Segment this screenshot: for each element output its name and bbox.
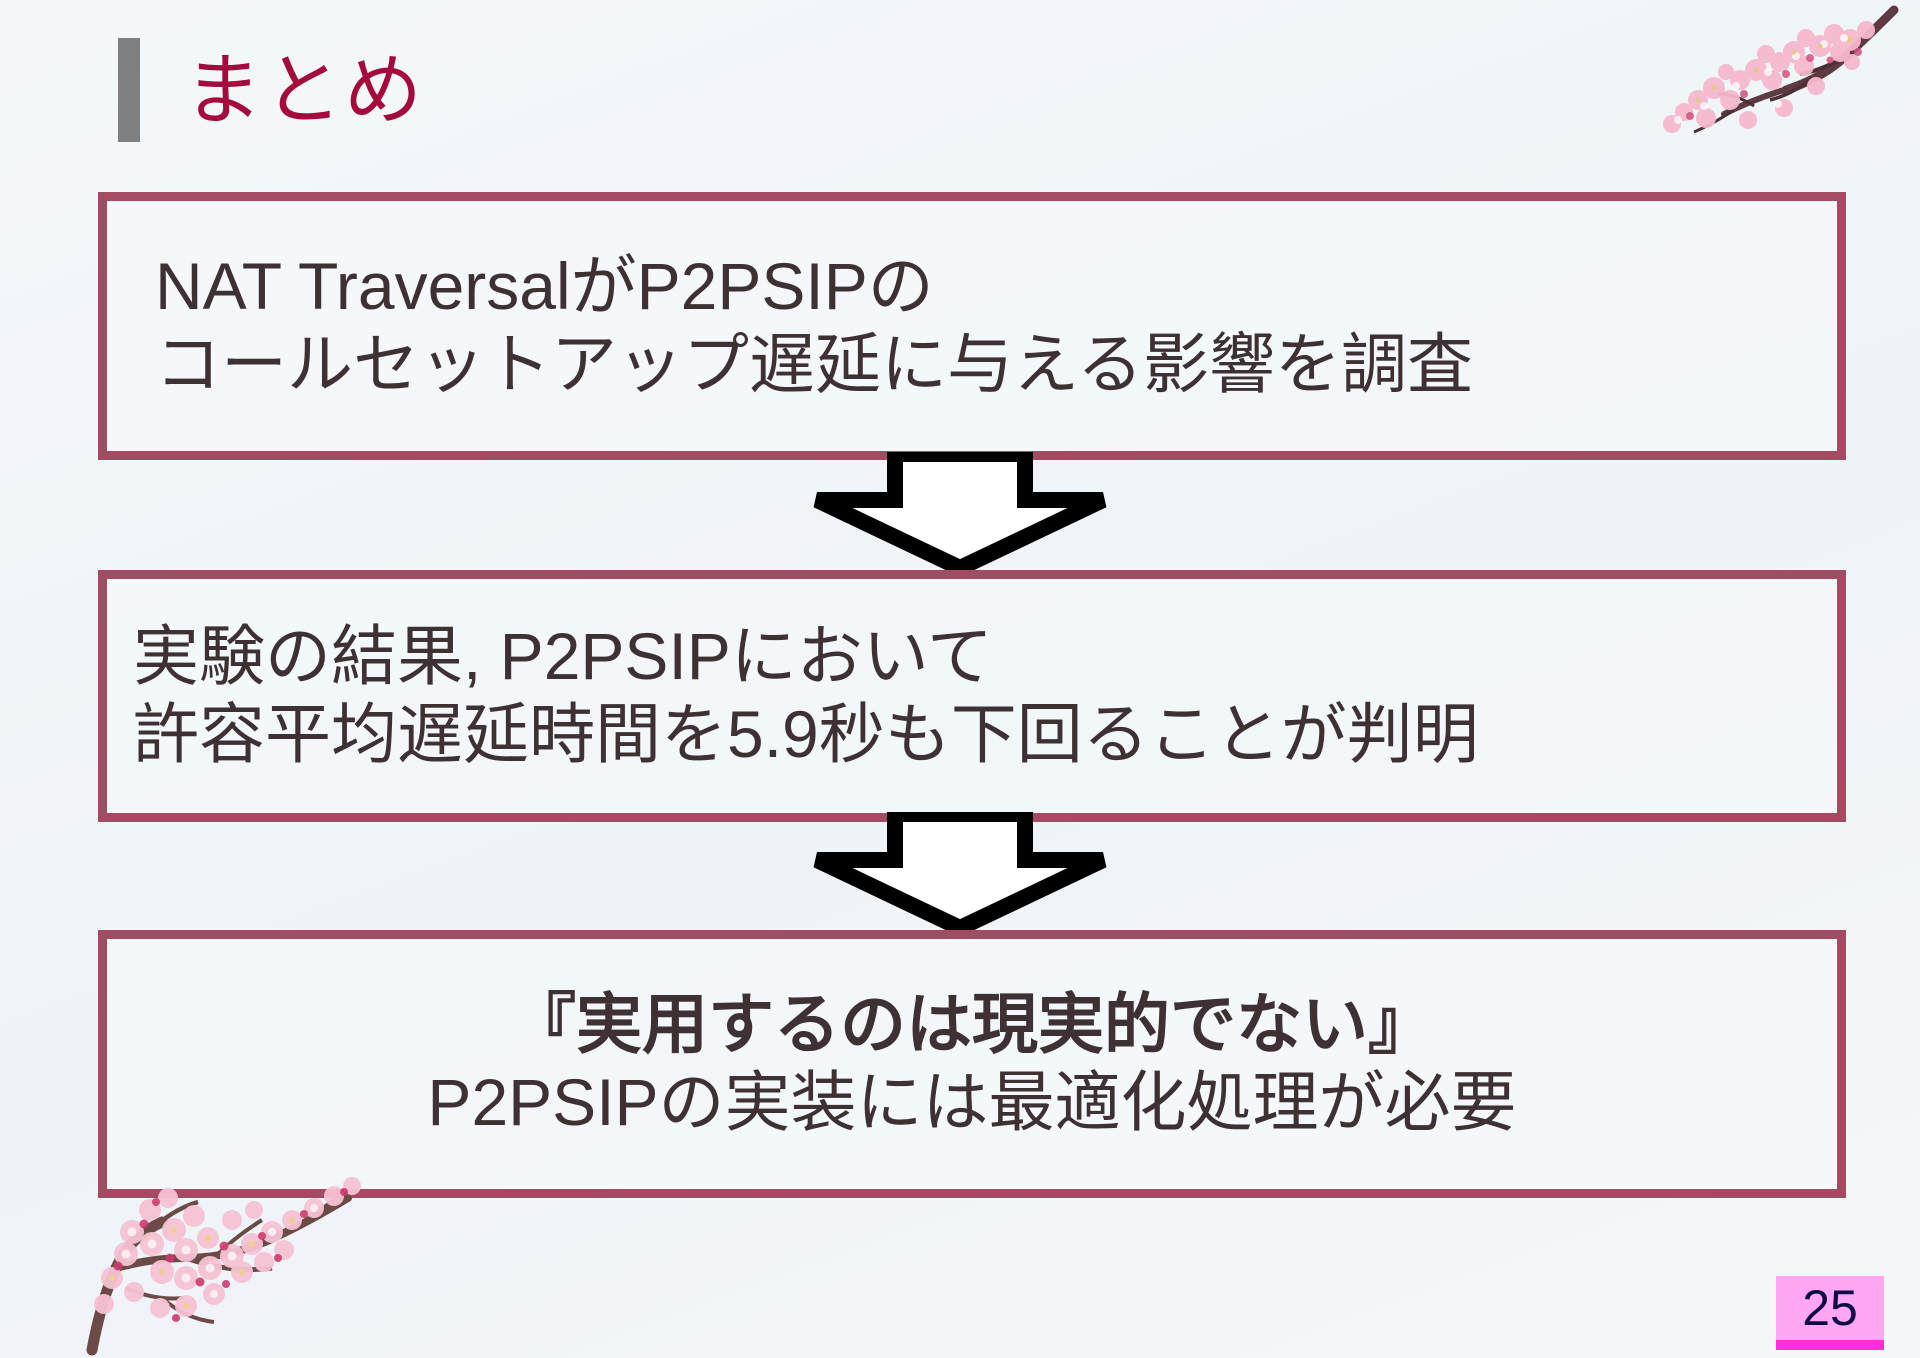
page-title: まとめ bbox=[184, 46, 425, 134]
conclusion-box-2: 実験の結果, P2PSIPにおいて 許容平均遅延時間を5.9秒も下回ることが判明 bbox=[98, 570, 1846, 822]
slide-header: まとめ bbox=[118, 38, 424, 142]
box2-line-1: 実験の結果, P2PSIPにおいて bbox=[133, 619, 993, 694]
conclusion-box-1: NAT TraversalがP2PSIPの コールセットアップ遅延に与える影響を… bbox=[98, 192, 1846, 460]
box1-line-1: NAT TraversalがP2PSIPの bbox=[155, 249, 934, 324]
box1-line-2: コールセットアップ遅延に与える影響を調査 bbox=[155, 327, 1474, 401]
title-accent-bar bbox=[118, 38, 140, 142]
down-arrow-icon bbox=[813, 452, 1107, 570]
conclusion-box-3: 『実用するのは現実的でない』 P2PSIPの実装には最適化処理が必要 bbox=[98, 930, 1846, 1198]
page-number-badge: 25 bbox=[1776, 1276, 1884, 1350]
page-number-value: 25 bbox=[1802, 1280, 1858, 1336]
sakura-branch-icon bbox=[86, 1177, 361, 1356]
box2-line-2: 許容平均遅延時間を5.9秒も下回ることが判明 bbox=[133, 697, 1479, 771]
box3-line-2: P2PSIPの実装には最適化処理が必要 bbox=[427, 1065, 1517, 1139]
box3-line-1: 『実用するのは現実的でない』 bbox=[510, 987, 1434, 1062]
sakura-branch-icon bbox=[1663, 5, 1899, 134]
down-arrow-icon bbox=[813, 812, 1107, 930]
